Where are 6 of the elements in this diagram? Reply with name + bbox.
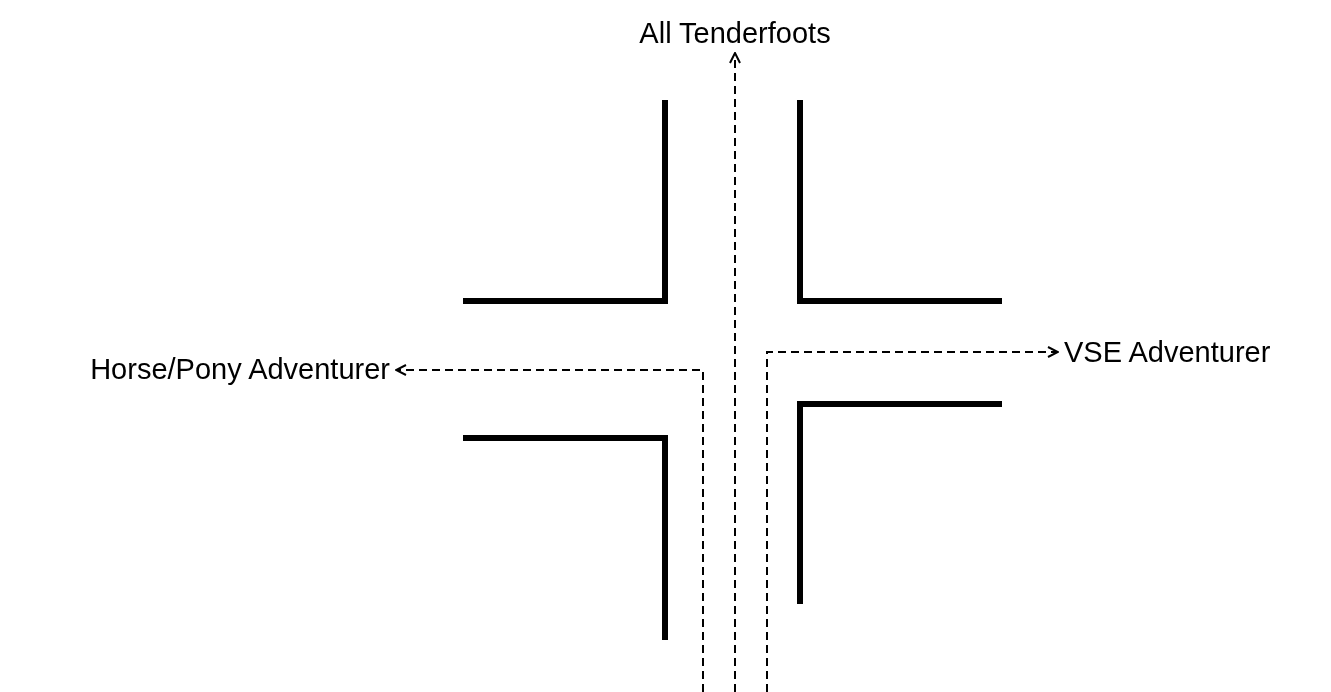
- destination-label: All Tenderfoots: [560, 16, 910, 50]
- dashed-arrow: [729, 52, 741, 692]
- dashed-arrow: [766, 346, 1059, 692]
- destination-label: Horse/Pony Adventurer: [5, 352, 390, 386]
- dashed-arrow: [395, 364, 704, 692]
- destination-label: VSE Adventurer: [1064, 335, 1324, 369]
